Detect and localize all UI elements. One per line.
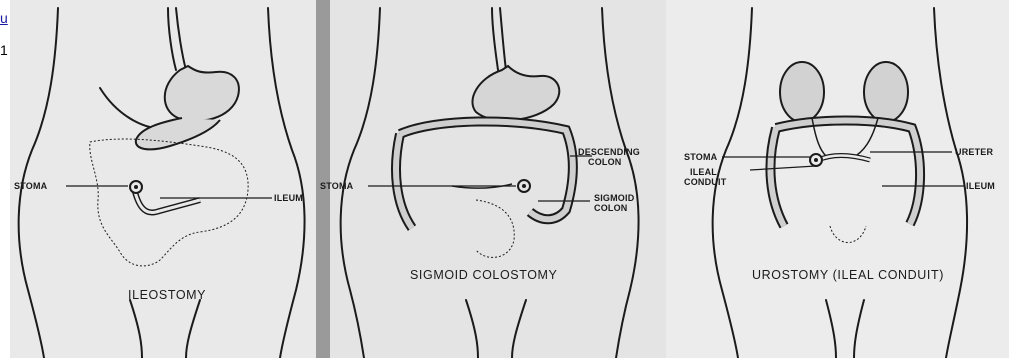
ileostomy-caption: ILEOSTOMY xyxy=(128,288,206,302)
descending-colon-label-line2: COLON xyxy=(588,157,622,167)
ileum-label: ILEUM xyxy=(274,193,303,203)
stoma-label: STOMA xyxy=(320,181,353,191)
ureter-label: URETER xyxy=(955,147,993,157)
stray-link-text[interactable]: u xyxy=(0,10,8,26)
ileum-label: ILEUM xyxy=(966,181,995,191)
sigmoid-colostomy-illustration xyxy=(316,0,666,358)
stray-text: 1 xyxy=(0,42,8,58)
descending-colon-label-line1: DESCENDING xyxy=(578,147,640,157)
ileostomy-panel: STOMA ILEUM ILEOSTOMY xyxy=(10,0,316,358)
sigmoid-colostomy-panel: STOMA DESCENDING COLON SIGMOID COLON SIG… xyxy=(316,0,666,358)
stoma-label: STOMA xyxy=(684,152,717,162)
sigmoid-colostomy-caption: SIGMOID COLOSTOMY xyxy=(410,268,558,282)
stoma-label: STOMA xyxy=(14,181,47,191)
urostomy-panel: STOMA ILEAL CONDUIT URETER ILEUM UROSTOM… xyxy=(666,0,1009,358)
ileal-conduit-label-line1: ILEAL xyxy=(690,167,717,177)
ileostomy-illustration xyxy=(10,0,316,358)
ileal-conduit-label-line2: CONDUIT xyxy=(684,177,726,187)
urostomy-caption: UROSTOMY (ILEAL CONDUIT) xyxy=(752,268,944,282)
sigmoid-colon-label-line1: SIGMOID xyxy=(594,193,634,203)
sigmoid-colon-label-line2: COLON xyxy=(594,203,628,213)
